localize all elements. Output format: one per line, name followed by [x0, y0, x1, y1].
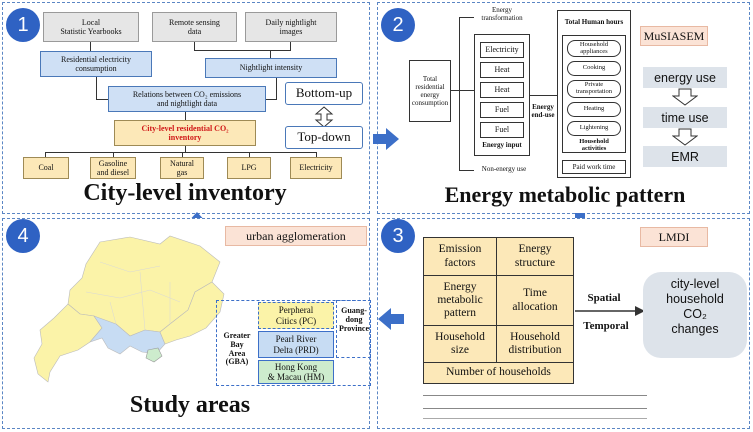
- connector: [45, 152, 317, 153]
- activity-appliances: Household appliances: [567, 40, 621, 57]
- fuel-electricity: Electricity: [290, 157, 342, 179]
- faint-lines: [423, 408, 647, 409]
- panel2-title: Energy metabolic pattern: [444, 182, 686, 207]
- connector: [459, 17, 460, 170]
- factor-emission-factors: Emission factors: [423, 237, 497, 276]
- factor-household-size: Household size: [423, 325, 497, 363]
- factor-time-allocation: Time allocation: [496, 275, 574, 326]
- legend-gba-label: Greater Bay Area (GBA): [223, 331, 251, 367]
- energy-transformation-label: Energy transformation: [481, 6, 523, 22]
- step-number-4: 4: [6, 219, 40, 253]
- connector: [276, 78, 277, 100]
- connector: [96, 77, 97, 100]
- map-region-prd: [89, 315, 166, 355]
- factor-energy-structure: Energy structure: [496, 237, 574, 276]
- right-arrow-icon: [373, 128, 399, 150]
- map-region-pc-east: [159, 281, 225, 345]
- activity-private-transportation: Private transportation: [567, 80, 621, 98]
- paid-work-box: Paid work time: [562, 160, 626, 174]
- map-region-hm: [145, 347, 163, 363]
- energy-input-heat-1: Heat: [480, 62, 524, 78]
- lmdi-tag: LMDI: [640, 227, 708, 247]
- legend-pc: Perpheral Citics (PC): [258, 302, 334, 329]
- connector: [194, 42, 195, 50]
- legend-prd: Pearl River Delta (PRD): [258, 331, 334, 358]
- relations-box: Relations between CO₂ emissions and nigh…: [108, 86, 266, 112]
- total-human-hours-label: Total Human hours: [564, 18, 624, 26]
- panel4-title: Study areas: [129, 392, 251, 418]
- fuel-gasoline-diesel: Gasoline and diesel: [90, 157, 136, 179]
- legend-hm: Hong Kong & Macau (HM): [258, 360, 334, 384]
- non-energy-use-label: Non-energy use: [481, 165, 527, 173]
- fuel-lpg: LPG: [227, 157, 271, 179]
- inventory-box: City-level residential CO₂ inventory: [114, 120, 256, 146]
- spatial-label: Spatial: [587, 292, 621, 304]
- factor-number-of-households: Number of households: [423, 362, 574, 384]
- legend-guangdong-label: Guang- dong Province: [338, 306, 370, 333]
- connector: [459, 170, 474, 171]
- step-number-3: 3: [381, 219, 415, 253]
- map-guangdong: [33, 235, 225, 383]
- faint-lines: [423, 395, 647, 396]
- energy-end-use-label: Energy end-use: [531, 103, 555, 119]
- energy-input-fuel-2: Fuel: [480, 122, 524, 138]
- legend-guangdong-frame: [336, 300, 371, 358]
- nightlight-images-box: Daily nightlight images: [245, 12, 337, 42]
- flow-emr: EMR: [643, 146, 727, 167]
- nightlight-intensity-box: Nightlight intensity: [205, 58, 337, 78]
- factor-energy-metabolic-pattern: Energy metabolic pattern: [423, 275, 497, 326]
- double-arrow-icon: [314, 106, 334, 128]
- down-arrow-icon: [672, 128, 698, 146]
- step-number-1: 1: [6, 8, 40, 42]
- connector: [530, 95, 562, 96]
- activity-lightening: Lightening: [567, 121, 621, 136]
- activity-heating: Heating: [567, 102, 621, 117]
- connector: [451, 90, 459, 91]
- left-arrow-icon: [378, 308, 404, 330]
- bottom-up-label: Bottom-up: [285, 82, 363, 105]
- connector: [270, 50, 271, 58]
- residential-electricity-box: Residential electricity consumption: [40, 51, 152, 77]
- total-residential-box: Total residential energy consumption: [409, 60, 451, 122]
- connector: [96, 99, 108, 100]
- right-arrow-icon: [575, 306, 645, 316]
- connector: [290, 42, 291, 50]
- connector: [185, 112, 186, 120]
- household-activities-label: Household activities: [579, 138, 609, 153]
- connector: [182, 152, 183, 157]
- energy-input-label: Energy input: [482, 141, 522, 149]
- temporal-label: Temporal: [583, 320, 629, 332]
- fuel-coal: Coal: [23, 157, 69, 179]
- energy-input-heat-2: Heat: [480, 82, 524, 98]
- connector: [185, 146, 186, 152]
- down-arrow-icon: [672, 88, 698, 106]
- faint-lines: [423, 418, 647, 419]
- connector: [45, 152, 46, 157]
- activity-cooking: Cooking: [567, 61, 621, 76]
- connector: [90, 42, 91, 51]
- factor-household-distribution: Household distribution: [496, 325, 574, 363]
- panel1-title: City-level inventory: [83, 180, 287, 206]
- map-region-pc-west: [33, 303, 103, 383]
- top-down-label: Top-down: [285, 126, 363, 149]
- fuel-natural-gas: Natural gas: [160, 157, 204, 179]
- connector: [266, 99, 276, 100]
- connector: [459, 17, 474, 18]
- step-number-2: 2: [381, 8, 415, 42]
- flow-energy-use: energy use: [643, 67, 727, 88]
- remote-sensing-box: Remote sensing data: [152, 12, 237, 42]
- local-yearbooks-box: Local Statistic Yearbooks: [43, 12, 139, 42]
- connector: [113, 152, 114, 157]
- result-label: city-level household CO₂ changes: [666, 277, 724, 336]
- urban-agglomeration-tag: urban agglomeration: [225, 226, 367, 246]
- connector: [194, 50, 291, 51]
- connector: [249, 152, 250, 157]
- musiasem-tag: MuSIASEM: [640, 26, 708, 46]
- connector: [316, 152, 317, 157]
- result-circle: [643, 272, 747, 358]
- energy-input-electricity: Electricity: [480, 42, 524, 58]
- flow-time-use: time use: [643, 107, 727, 128]
- energy-input-fuel-1: Fuel: [480, 102, 524, 118]
- connector: [459, 90, 474, 91]
